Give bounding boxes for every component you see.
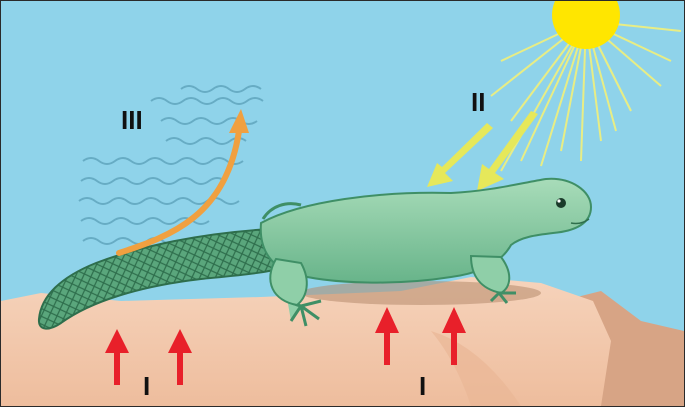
label-radiation-from-sun: II (471, 89, 485, 115)
label-heat-loss-to-air: III (121, 107, 143, 133)
lizard-eye (556, 198, 566, 208)
label-conduction-from-rock-right: I (419, 373, 426, 399)
label-conduction-from-rock-left: I (143, 373, 150, 399)
